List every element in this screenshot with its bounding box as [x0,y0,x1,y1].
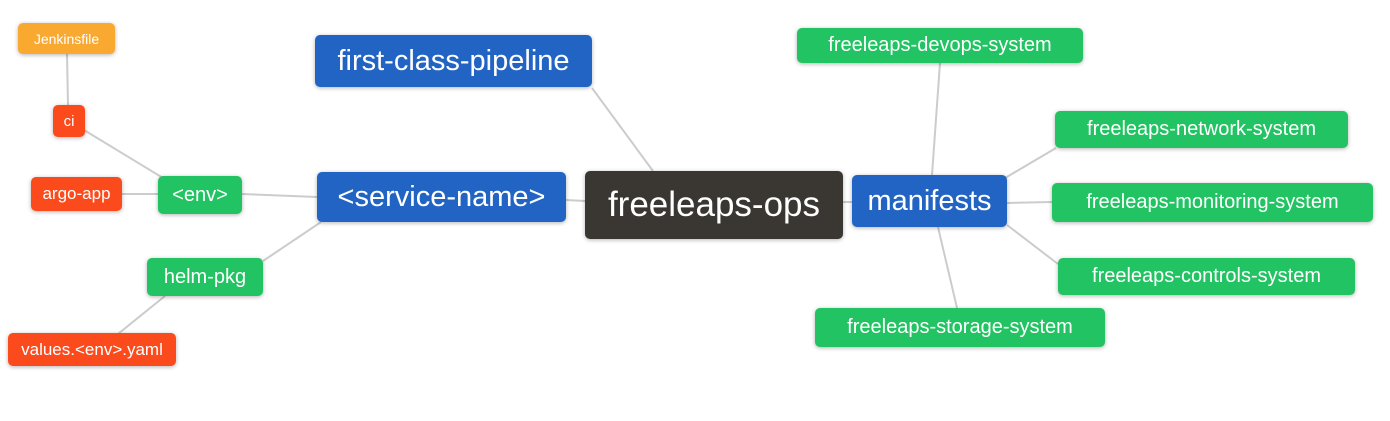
edge-manifests-monitoring-system [1006,201,1053,204]
node-helm-pkg[interactable]: helm-pkg [147,258,263,296]
edge-manifests-controls-system [1006,224,1059,265]
node-argo-app[interactable]: argo-app [31,177,122,211]
node-values-env-yaml[interactable]: values.<env>.yaml [8,333,176,366]
node-freeleaps-controls-system[interactable]: freeleaps-controls-system [1058,258,1355,295]
node-freeleaps-monitoring-system[interactable]: freeleaps-monitoring-system [1052,183,1373,222]
node-manifests[interactable]: manifests [852,175,1007,227]
edge-helm-pkg-values-env-yaml [117,295,166,335]
edge-manifests-storage-system [937,226,958,309]
edge-manifests-network-system [1004,147,1057,179]
edge-ci-env [83,129,164,179]
node-ci[interactable]: ci [53,105,85,137]
edge-manifests-devops-system [931,62,941,176]
node-jenkinsfile[interactable]: Jenkinsfile [18,23,115,54]
node-freeleaps-devops-system[interactable]: freeleaps-devops-system [797,28,1083,63]
edge-first-class-pipeline-ops [591,87,654,172]
edge-service-name-ops [565,199,586,202]
node-first-class-pipeline[interactable]: first-class-pipeline [315,35,592,87]
node-freeleaps-ops[interactable]: freeleaps-ops [585,171,843,239]
node-freeleaps-network-system[interactable]: freeleaps-network-system [1055,111,1348,148]
edge-service-name-helm-pkg [262,221,322,262]
node-env[interactable]: <env> [158,176,242,214]
edge-jenkinsfile-ci [66,53,69,106]
node-freeleaps-storage-system[interactable]: freeleaps-storage-system [815,308,1105,347]
node-service-name[interactable]: <service-name> [317,172,566,222]
edge-env-service-name [241,193,318,198]
